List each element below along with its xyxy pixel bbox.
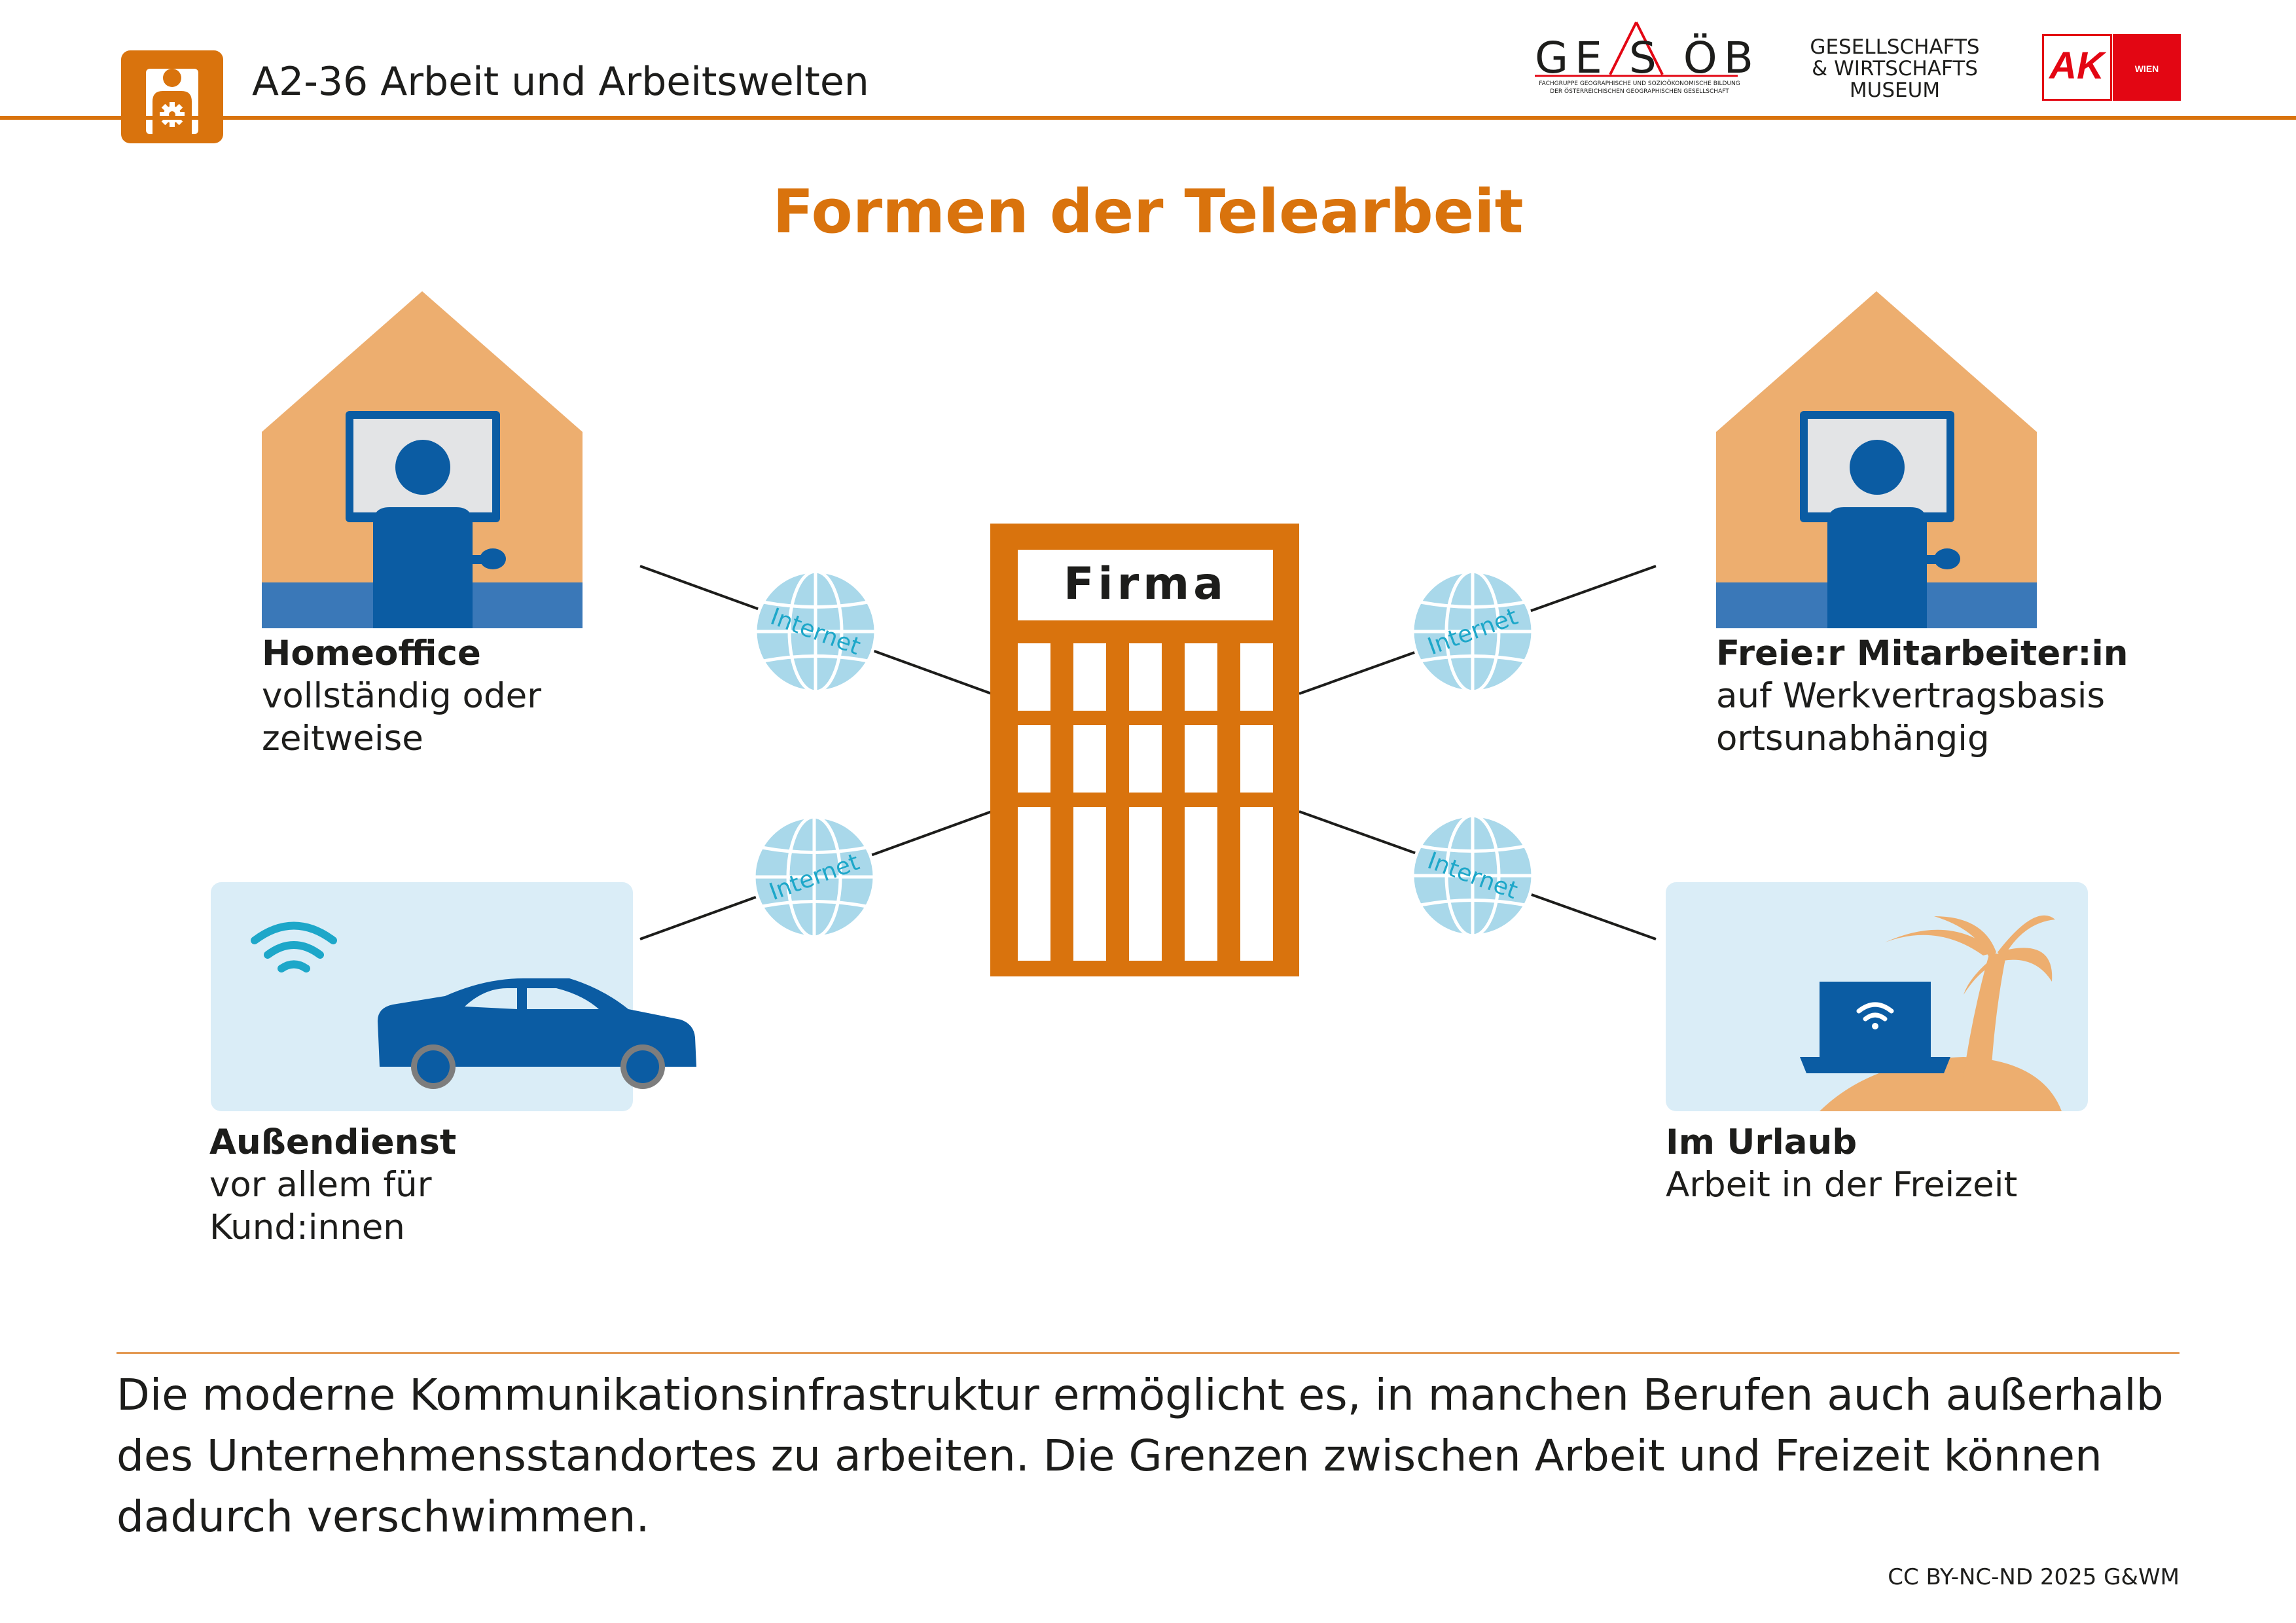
footer-description: Die moderne Kommunikationsinfrastruktur … <box>117 1370 2164 1542</box>
page-header-title: A2-36 Arbeit und Arbeitswelten <box>252 59 869 105</box>
globe-icon: Internet <box>755 571 876 692</box>
building-windows <box>1018 643 1273 961</box>
globe-icon: Internet <box>1412 571 1533 692</box>
field-service-line-1: vor allem für <box>209 1165 432 1205</box>
gwm-logo-line-2: & WIRTSCHAFTS <box>1812 57 1978 80</box>
gwm-museum-logo: GESELLSCHAFTS & WIRTSCHAFTS MUSEUM <box>1797 37 1993 101</box>
company-label: Firma <box>1064 558 1227 610</box>
field-service-label: Außendienst vor allem für Kund:innen <box>209 1122 456 1247</box>
homeoffice-house-icon <box>262 291 583 628</box>
homeoffice-title: Homeoffice <box>262 633 481 673</box>
vacation-island-panel <box>1666 882 2088 1111</box>
freelancer-line-2: ortsunabhängig <box>1716 719 1990 758</box>
palm-tree-icon <box>1885 915 2055 1099</box>
gesoeb-logo-text: GE S ÖB <box>1535 33 1760 83</box>
field-service-line-2: Kund:innen <box>209 1207 405 1247</box>
freelancer-line-1: auf Werkvertragsbasis <box>1716 676 2106 716</box>
gesoeb-subtitle-line-1: FACHGRUPPE GEOGRAPHISCHE UND SOZIOÖKONOM… <box>1539 80 1740 87</box>
globe-icon: Internet <box>754 817 874 937</box>
gesoeb-subtitle-line-2: DER ÖSTERREICHISCHEN GEOGRAPHISCHEN GESE… <box>1550 88 1729 95</box>
header-divider <box>0 116 2296 120</box>
vacation-line-1: Arbeit in der Freizeit <box>1666 1165 2018 1205</box>
globe-icon: Internet <box>1412 815 1533 936</box>
laptop-icon <box>1800 982 1950 1073</box>
freelancer-label: Freie:r Mitarbeiter:in auf Werkvertragsb… <box>1716 633 2128 758</box>
vacation-label: Im Urlaub Arbeit in der Freizeit <box>1666 1122 2017 1205</box>
freelancer-title: Freie:r Mitarbeiter:in <box>1716 633 2128 673</box>
laptop-wifi-icon <box>1856 1002 1894 1022</box>
freelancer-house-icon <box>1716 291 2037 628</box>
gesoeb-logo <box>1535 22 1738 77</box>
gesoeb-logo-subtitle: FACHGRUPPE GEOGRAPHISCHE UND SOZIOÖKONOM… <box>1535 80 1744 96</box>
homeoffice-line-2: zeitweise <box>262 719 423 758</box>
company-building: Firma <box>990 524 1299 976</box>
vacation-title: Im Urlaub <box>1666 1122 1857 1162</box>
diagram-title: Formen der Telearbeit <box>772 177 1524 247</box>
ak-logo-subtitle: WIEN <box>2135 63 2159 74</box>
wifi-icon <box>251 921 337 972</box>
ak-logo-text: AK <box>2048 45 2107 87</box>
ak-wien-logo: AK WIEN <box>2042 34 2181 101</box>
gwm-logo-line-3: MUSEUM <box>1849 79 1941 102</box>
field-service-title: Außendienst <box>209 1122 457 1162</box>
footer-divider <box>117 1352 2179 1354</box>
gwm-logo-line-1: GESELLSCHAFTS <box>1810 35 1980 59</box>
license-note: CC BY-NC-ND 2025 G&WM <box>1888 1564 2179 1590</box>
homeoffice-label: Homeoffice vollständig oder zeitweise <box>262 633 541 758</box>
homeoffice-line-1: vollständig oder <box>262 676 542 716</box>
field-service-car-panel <box>211 882 696 1111</box>
car-icon <box>378 978 696 1089</box>
